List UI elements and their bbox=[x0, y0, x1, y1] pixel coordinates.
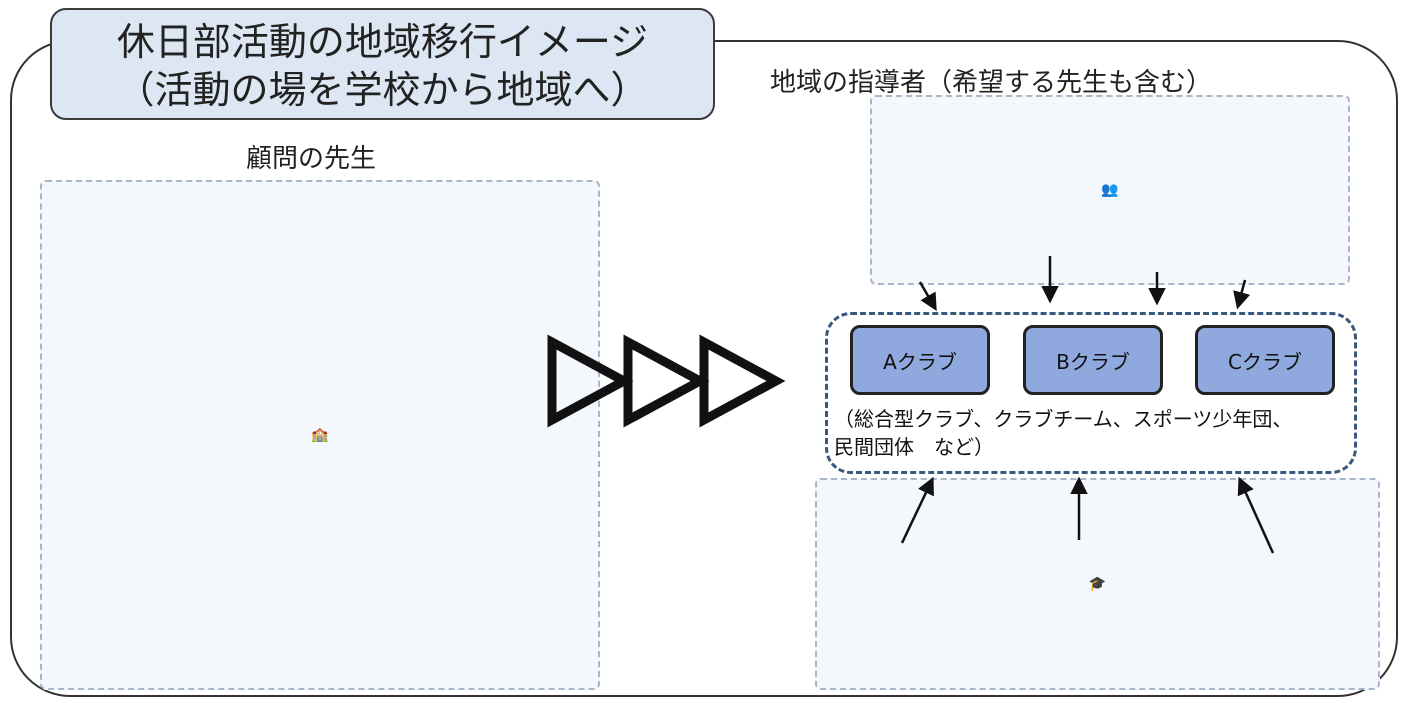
club-types-note: （総合型クラブ、クラブチーム、スポーツ少年団、 民間団体 など） bbox=[834, 405, 1349, 461]
school-club-illustration-icon: 🏫 bbox=[311, 427, 329, 443]
local-instructors-label: 地域の指導者（希望する先生も含む） bbox=[770, 68, 1213, 98]
advisor-teachers-label: 顧問の先生 bbox=[246, 144, 377, 174]
club-c: Cクラブ bbox=[1195, 325, 1335, 395]
club-area bbox=[825, 312, 1357, 474]
title-box: 休日部活動の地域移行イメージ （活動の場を学校から地域へ） bbox=[50, 8, 715, 120]
title-line-1: 休日部活動の地域移行イメージ bbox=[116, 20, 649, 64]
school-club-illustration: 🏫 bbox=[40, 180, 600, 690]
students-illustration: 🎓 bbox=[815, 478, 1380, 690]
club-types-note-line-1: （総合型クラブ、クラブチーム、スポーツ少年団、 bbox=[834, 407, 1293, 431]
local-instructors-illustration: 👥 bbox=[870, 95, 1350, 285]
students-illustration-icon: 🎓 bbox=[1088, 576, 1107, 592]
instructors-illustration-icon: 👥 bbox=[1101, 182, 1119, 198]
title-line-2: （活動の場を学校から地域へ） bbox=[116, 68, 649, 112]
club-types-note-line-2: 民間団体 など） bbox=[834, 435, 994, 459]
club-b: Bクラブ bbox=[1023, 325, 1163, 395]
club-a: Aクラブ bbox=[850, 325, 990, 395]
